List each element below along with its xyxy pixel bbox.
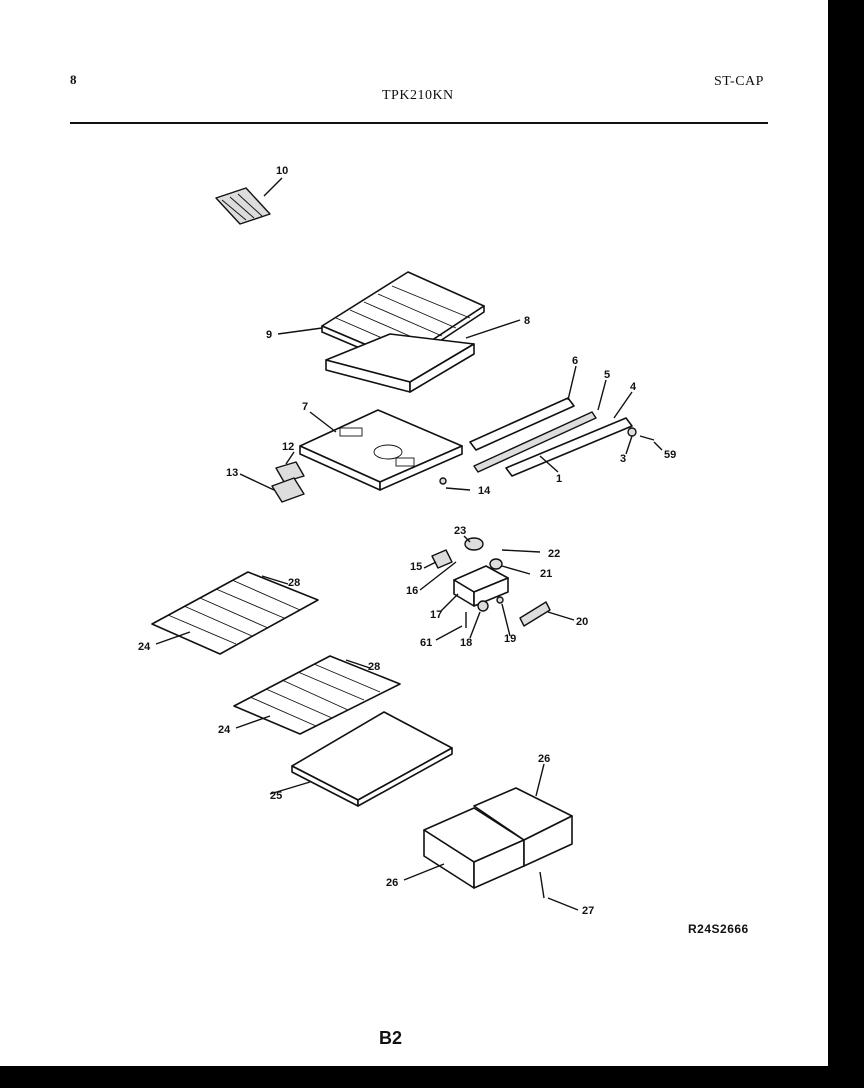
part-10-grille — [215, 187, 271, 225]
part-5-rail — [473, 411, 597, 473]
part-12-clip — [275, 461, 305, 483]
model-number: TPK210KN — [382, 88, 454, 103]
callout-4: 4 — [630, 381, 637, 393]
parts-sheet — [0, 0, 828, 1066]
part-27-pin — [539, 871, 545, 899]
drawing-reference: R24S2666 — [688, 922, 749, 936]
callout-24-upper: 24 — [138, 641, 151, 653]
callout-9: 9 — [266, 329, 272, 341]
callout-25: 25 — [270, 790, 282, 802]
callout-15: 15 — [410, 561, 422, 573]
part-20-bracket — [519, 601, 551, 627]
callout-7: 7 — [302, 401, 308, 413]
part-59-screw — [639, 435, 655, 441]
callout-12: 12 — [282, 441, 294, 453]
part-19-clip — [496, 596, 504, 604]
callout-26-left: 26 — [386, 877, 398, 889]
callout-8: 8 — [524, 315, 530, 327]
callout-28-lower: 28 — [368, 661, 380, 673]
part-24-wire-shelf-lower — [233, 655, 401, 735]
callout-26-right: 26 — [538, 753, 550, 765]
part-25-glass-shelf — [291, 711, 453, 807]
callout-23: 23 — [454, 525, 466, 537]
callout-labels: 10 9 8 7 6 5 4 3 59 1 12 13 14 23 22 15 … — [138, 165, 676, 917]
callout-14: 14 — [478, 485, 491, 497]
part-4-rail — [505, 417, 633, 477]
callout-27: 27 — [582, 905, 594, 917]
callout-17: 17 — [430, 609, 442, 621]
callout-22: 22 — [548, 548, 560, 560]
part-18-socket — [477, 600, 489, 612]
callout-20: 20 — [576, 616, 588, 628]
part-26-crisper-drawers — [423, 787, 573, 889]
leader-lines — [155, 177, 663, 911]
control-housing — [453, 565, 509, 607]
callout-5: 5 — [604, 369, 610, 381]
page-number: B2 — [379, 1028, 403, 1048]
variant-code: ST-CAP — [714, 74, 764, 89]
part-6-rail — [469, 397, 575, 451]
part-7-plate — [299, 409, 463, 491]
part-3-cap — [627, 427, 637, 437]
callout-3: 3 — [620, 453, 626, 465]
part-15-bulb — [431, 549, 453, 569]
part-14-screw — [439, 477, 447, 485]
part-21-thermostat — [489, 558, 503, 570]
callout-1: 1 — [556, 473, 562, 485]
callout-59: 59 — [664, 449, 676, 461]
callout-6: 6 — [572, 355, 578, 367]
part-8-frame — [325, 333, 475, 393]
page-mark: 8 — [70, 72, 77, 87]
callout-21: 21 — [540, 568, 552, 580]
callout-24-lower: 24 — [218, 724, 231, 736]
callout-19: 19 — [504, 633, 516, 645]
callout-13: 13 — [226, 467, 238, 479]
callout-18: 18 — [460, 637, 472, 649]
callout-61: 61 — [420, 637, 432, 649]
callout-28-upper: 28 — [288, 577, 300, 589]
part-24-wire-shelf-upper — [151, 571, 319, 655]
callout-16: 16 — [406, 585, 418, 597]
callout-10: 10 — [276, 165, 288, 177]
part-13-clip — [271, 477, 305, 503]
header-rule — [70, 122, 768, 124]
